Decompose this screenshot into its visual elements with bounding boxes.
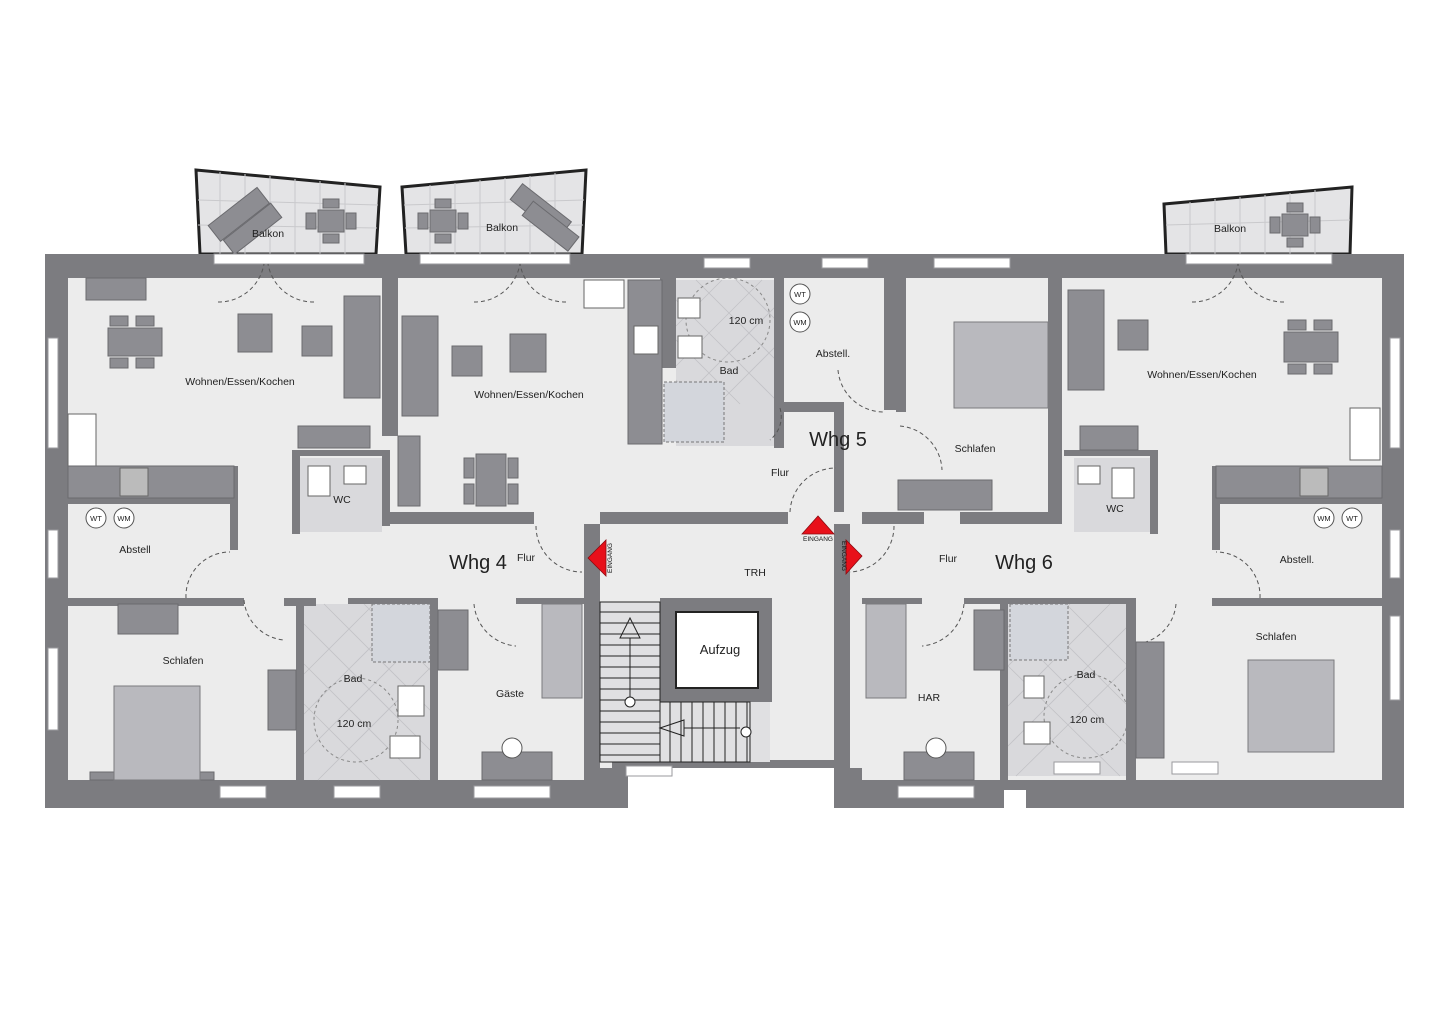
balcony-middle bbox=[400, 168, 588, 256]
double-bed-icon bbox=[113, 685, 201, 781]
balcony-right bbox=[1162, 185, 1354, 256]
room-label-flur: Flur bbox=[939, 553, 958, 565]
entrance-arrow-icon bbox=[845, 539, 863, 576]
shower-size-label: 120 cm bbox=[1070, 714, 1105, 726]
shower-size-label: 120 cm bbox=[337, 718, 372, 730]
balcony-left bbox=[194, 168, 382, 256]
appliance-labels: WT WM WT WM WM WT bbox=[90, 290, 1358, 523]
guest-bed-icon bbox=[541, 603, 583, 699]
tv-icon bbox=[297, 425, 371, 449]
appliance-label-wt: WT bbox=[90, 514, 102, 523]
sofa-icon bbox=[343, 295, 381, 399]
bed-icon bbox=[865, 603, 907, 699]
double-bed-icon bbox=[953, 321, 1049, 409]
unit-label-whg4: Whg 4 bbox=[449, 552, 507, 574]
stove-icon bbox=[583, 279, 625, 309]
room-labels: Balkon Balkon Balkon Wohnen/Essen/Kochen… bbox=[119, 222, 1314, 730]
double-bed-icon bbox=[1247, 659, 1335, 753]
room-label-balkon: Balkon bbox=[486, 222, 518, 234]
unit-label-whg5: Whg 5 bbox=[809, 429, 867, 451]
dining-table-icon bbox=[475, 453, 507, 507]
room-label-bad: Bad bbox=[1077, 669, 1096, 681]
stairs bbox=[599, 601, 752, 763]
room-label-flur: Flur bbox=[771, 467, 790, 479]
room-label-trh: TRH bbox=[744, 567, 766, 579]
furniture-whg6 bbox=[865, 289, 1383, 781]
windows bbox=[47, 253, 1401, 799]
room-label-har: HAR bbox=[918, 692, 941, 704]
toilet-icon bbox=[677, 297, 701, 319]
toilet-icon bbox=[307, 465, 331, 497]
armchair-icon bbox=[237, 313, 273, 353]
room-label-balkon: Balkon bbox=[1214, 223, 1246, 235]
elevator-label: Aufzug bbox=[700, 642, 740, 657]
room-label-abstell: Abstell bbox=[119, 544, 151, 556]
room-label-wohnen: Wohnen/Essen/Kochen bbox=[474, 389, 584, 401]
dining-table-icon bbox=[1283, 331, 1339, 363]
entrance-label: EINGANG bbox=[840, 541, 847, 571]
entrance-markers: EINGANG EINGANG EINGANG bbox=[587, 515, 863, 577]
appliance-label-wt: WT bbox=[794, 290, 806, 299]
room-label-bad: Bad bbox=[720, 365, 739, 377]
room-label-schlafen: Schlafen bbox=[955, 443, 996, 455]
dryer-icon bbox=[85, 507, 107, 529]
room-label-abstell: Abstell. bbox=[1280, 554, 1314, 566]
entrance-label: EINGANG bbox=[803, 536, 833, 543]
interior-walls bbox=[68, 278, 1382, 784]
sink-icon bbox=[67, 413, 97, 467]
room-label-balkon: Balkon bbox=[252, 228, 284, 240]
sofa-icon bbox=[401, 315, 439, 417]
armchair-icon bbox=[509, 333, 547, 373]
unit-labels: Whg 4 Whg 5 Whg 6 bbox=[449, 429, 1053, 574]
sofa-icon bbox=[1067, 289, 1105, 391]
room-label-wc: WC bbox=[333, 494, 351, 506]
entrance-label: EINGANG bbox=[607, 543, 614, 573]
room-label-wc: WC bbox=[1106, 503, 1124, 515]
room-label-schlafen: Schlafen bbox=[1256, 631, 1297, 643]
room-label-gaeste: Gäste bbox=[496, 688, 524, 700]
room-label-wohnen: Wohnen/Essen/Kochen bbox=[1147, 369, 1257, 381]
stove-icon bbox=[119, 467, 149, 497]
stove-icon bbox=[1299, 467, 1329, 497]
entrance-arrow-icon bbox=[801, 515, 835, 535]
room-label-flur: Flur bbox=[517, 552, 536, 564]
sink-icon bbox=[633, 325, 659, 355]
appliance-label-wm: WM bbox=[1317, 514, 1330, 523]
entrance-arrow-icon bbox=[587, 539, 607, 577]
appliance-label-wm: WM bbox=[793, 318, 806, 327]
room-label-bad: Bad bbox=[344, 673, 363, 685]
appliance-label-wt: WT bbox=[1346, 514, 1358, 523]
lounger-icon bbox=[207, 186, 271, 243]
unit-label-whg6: Whg 6 bbox=[995, 552, 1053, 574]
dining-table-icon bbox=[107, 327, 163, 357]
door-swings bbox=[185, 263, 1285, 647]
sink-icon bbox=[1349, 407, 1381, 461]
table-icon bbox=[317, 209, 345, 233]
room-label-abstell: Abstell. bbox=[816, 348, 850, 360]
washing-machine-icon bbox=[113, 507, 135, 529]
shower-size-label: 120 cm bbox=[729, 315, 764, 327]
appliance-label-wm: WM bbox=[117, 514, 130, 523]
room-label-wohnen: Wohnen/Essen/Kochen bbox=[185, 376, 295, 388]
room-label-schlafen: Schlafen bbox=[163, 655, 204, 667]
furniture-whg5 bbox=[397, 279, 1049, 511]
furniture-whg4 bbox=[67, 277, 583, 781]
